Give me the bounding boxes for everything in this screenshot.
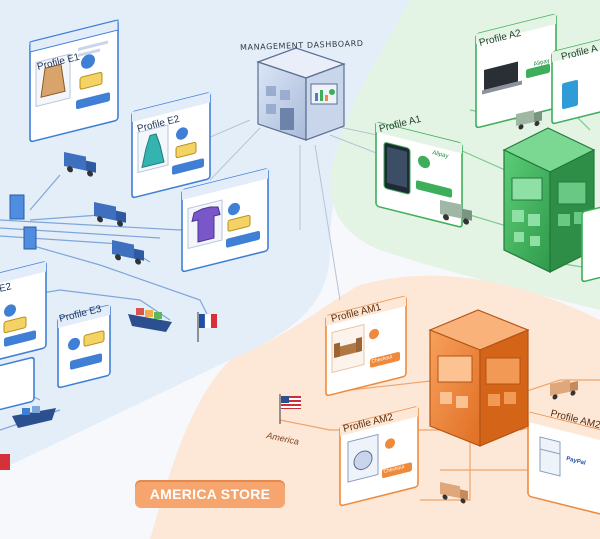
profile-e2-card[interactable] xyxy=(132,93,210,198)
america-store-label[interactable]: AMERICA STORE xyxy=(135,480,285,508)
partial-flag-icon xyxy=(0,454,10,470)
america-store-building[interactable] xyxy=(430,310,528,446)
asia-card-partial-right[interactable] xyxy=(582,205,600,282)
management-dashboard-building[interactable] xyxy=(258,48,344,140)
asia-store-building[interactable] xyxy=(504,128,594,272)
profile-e1-card[interactable] xyxy=(30,20,118,142)
